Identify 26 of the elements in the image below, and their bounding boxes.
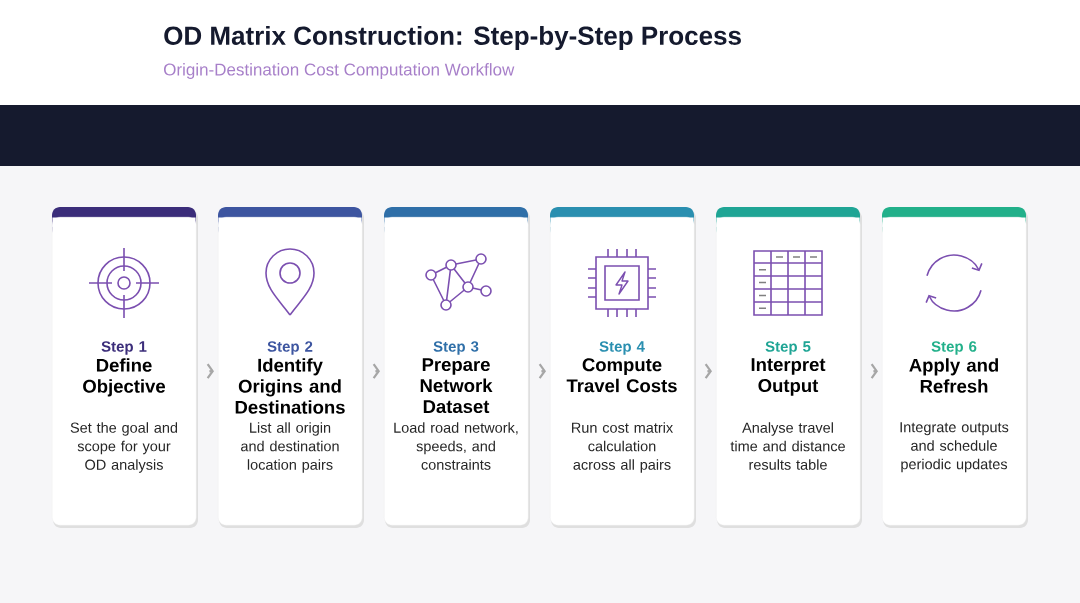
step-description: Integrate outputs and schedule periodic updates	[900, 422, 1009, 473]
step-number: Step 6	[931, 341, 977, 355]
step-card	[550, 207, 696, 528]
step-title: Prepare Network Dataset	[420, 358, 493, 414]
step-description: Run cost matrix calculation across all pairs	[572, 422, 673, 473]
step-card	[384, 207, 530, 528]
step-title: Identify Origins and Destinations	[235, 358, 345, 414]
step-description: List all origin and destination location pairs	[241, 422, 339, 473]
step-card	[882, 207, 1028, 528]
step-title: Define Objective	[83, 358, 165, 397]
step-number: Step 1	[101, 341, 147, 355]
step-number: Step 4	[599, 341, 645, 355]
step-card	[52, 207, 198, 528]
step-description: Analyse travel time and distance results table	[730, 422, 845, 470]
step-title: Compute Travel Costs	[566, 358, 677, 393]
step-title: Interpret Output	[751, 358, 826, 396]
step-title: Apply and Refresh	[909, 358, 998, 393]
step-card	[716, 207, 862, 528]
subtitle: Origin-Destination Cost Computation Workflow	[164, 63, 515, 79]
step-card	[218, 207, 364, 528]
step-description: Load road network, speeds, and constraints	[394, 422, 518, 470]
title: OD Matrix Construction: Step-by-Step Process	[164, 25, 741, 51]
step-number: Step 3	[433, 341, 479, 355]
step-number: Step 2	[267, 341, 313, 355]
step-number: Step 5	[765, 341, 811, 355]
step-description: Set the goal and scope for your OD analysis	[70, 422, 178, 473]
